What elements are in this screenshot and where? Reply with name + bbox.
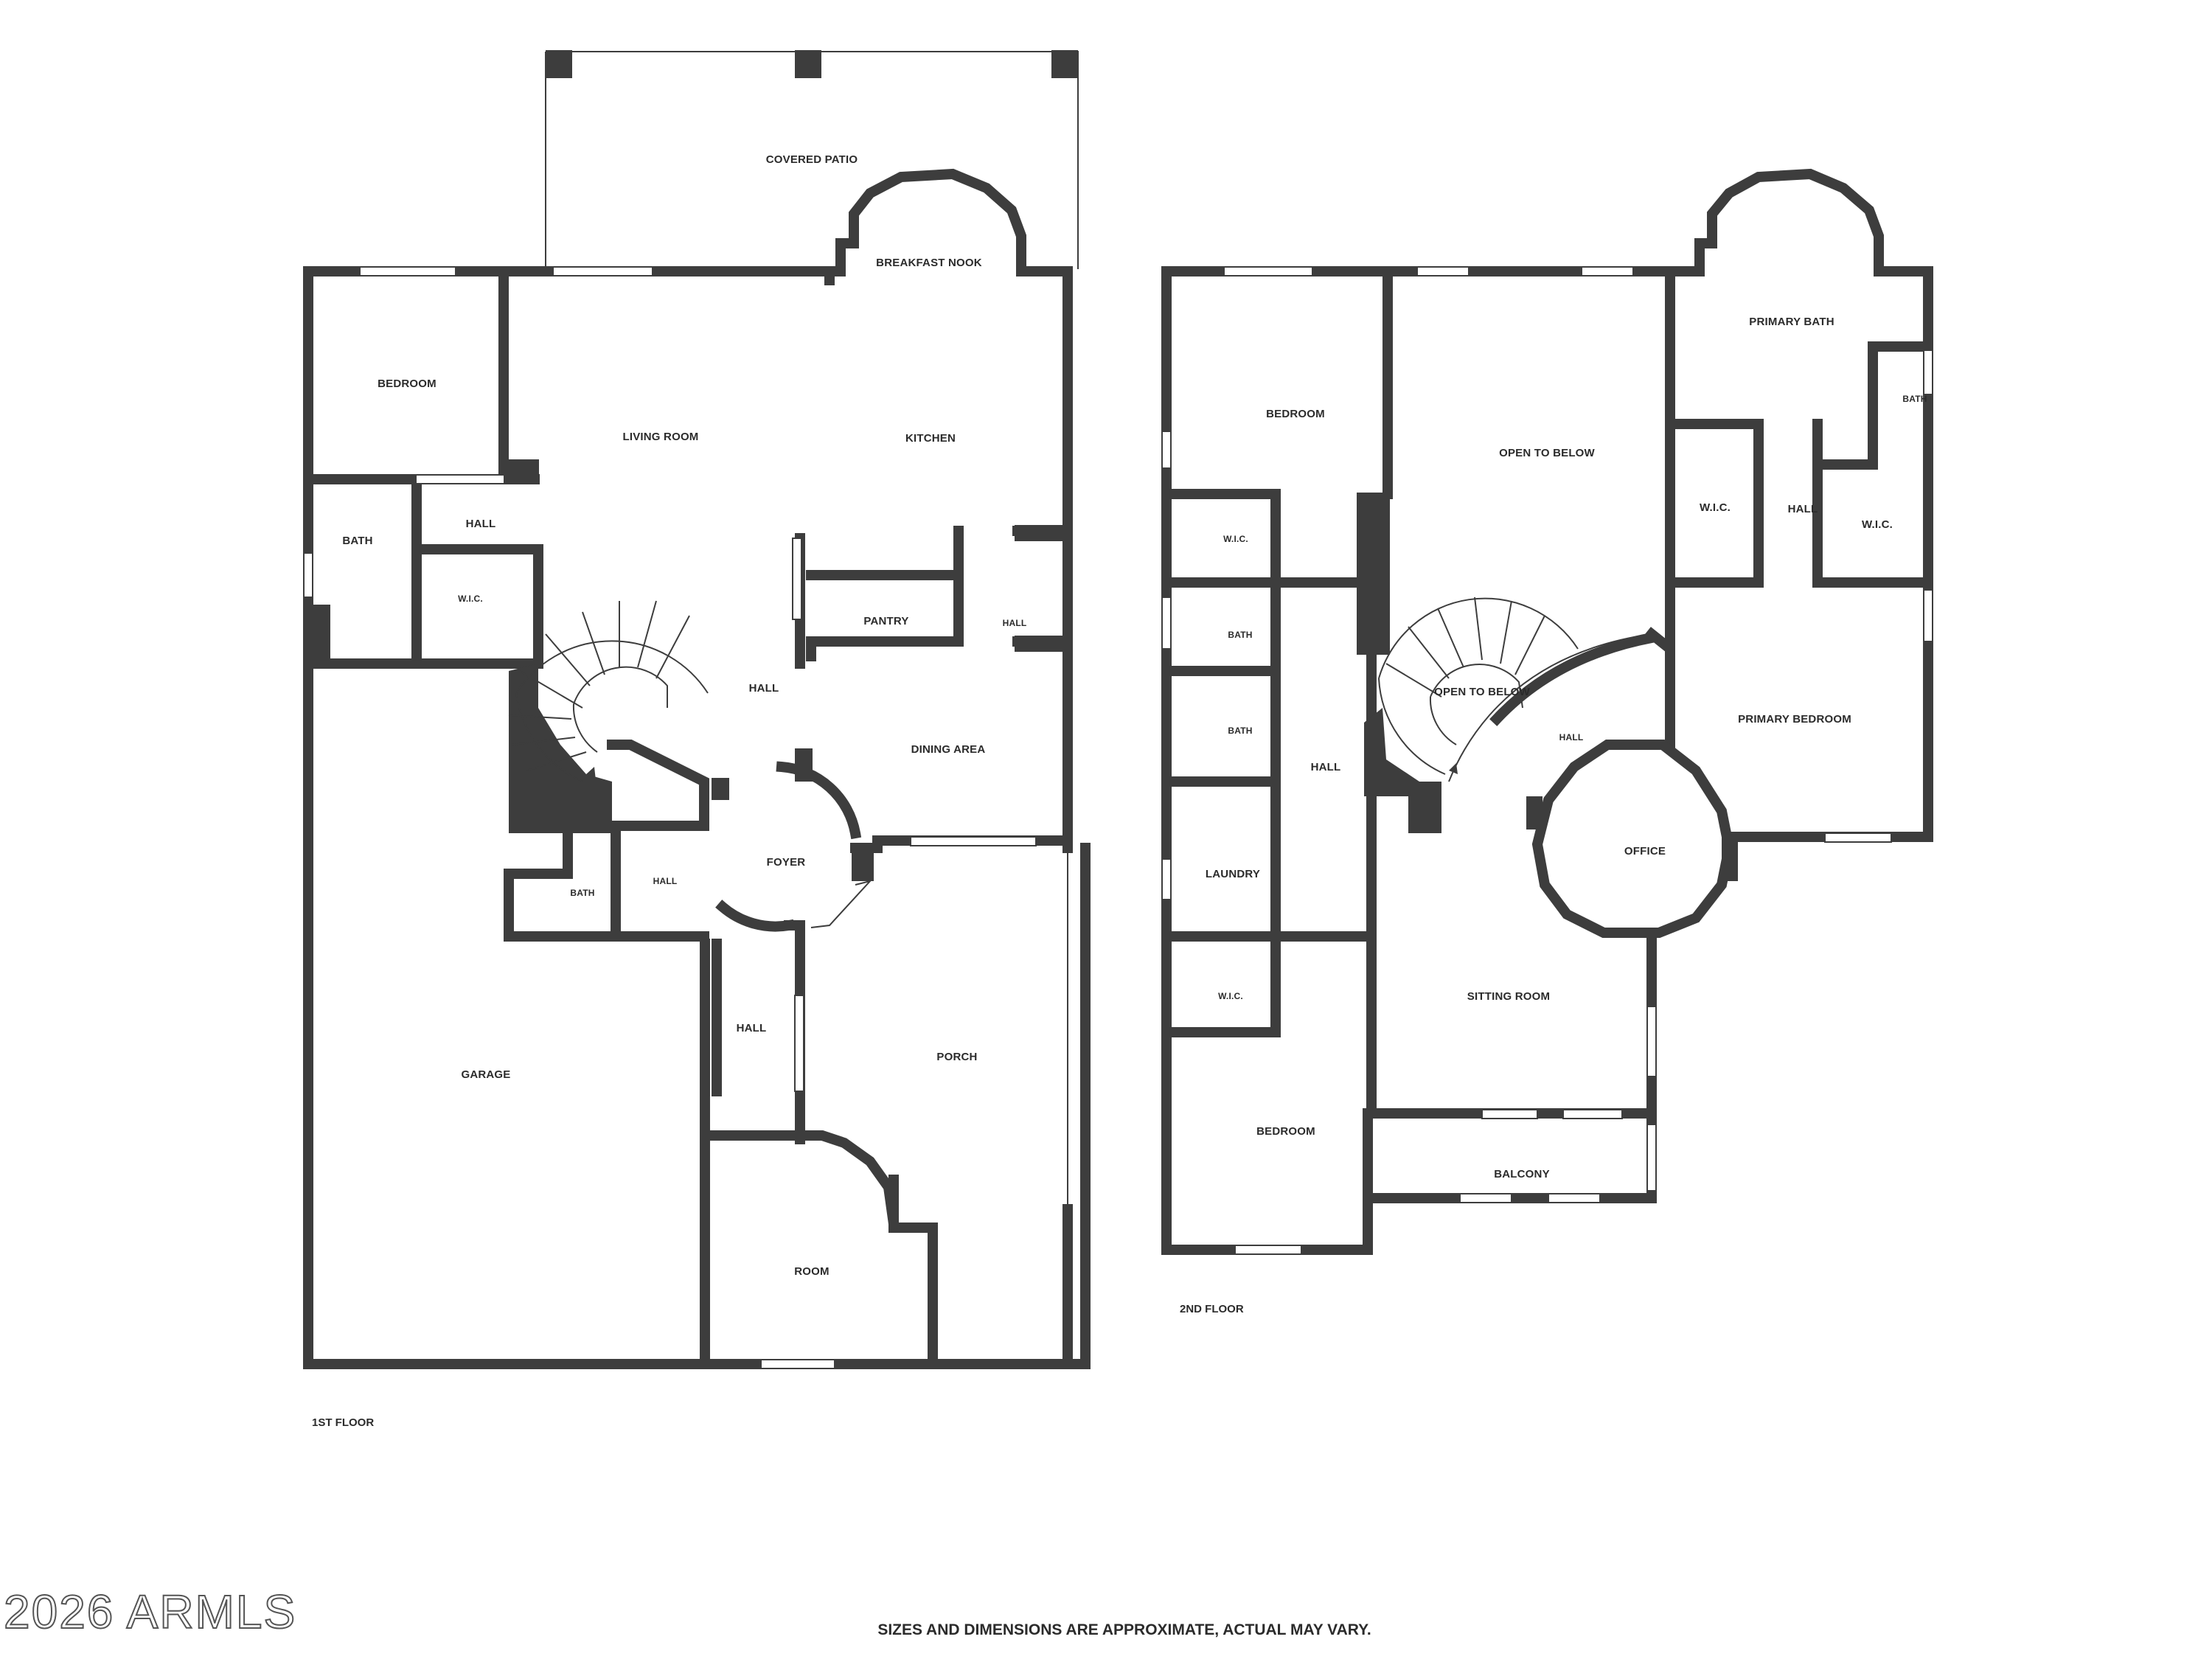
label-second-floor: 2ND FLOOR [1180,1303,1244,1315]
first-floor-plan [303,50,1091,1369]
label-hall-vertical: HALL [1311,761,1341,773]
label-office: OFFICE [1624,845,1666,858]
label-bath-first: BATH [342,535,372,547]
label-bath-a: BATH [1228,630,1252,640]
label-foyer: FOYER [767,856,806,869]
label-bath-right: BATH [1902,394,1927,404]
label-hall-upper-first: HALL [466,518,496,530]
label-room: ROOM [794,1265,829,1278]
label-wic-primary: W.I.C. [1862,518,1893,531]
label-dining-area: DINING AREA [911,743,986,756]
label-kitchen: KITCHEN [905,432,956,445]
label-open-to-below-stair: OPEN TO BELOW [1434,686,1530,698]
watermark-text: 2026 ARMLS [4,1585,296,1638]
label-wic-bottom: W.I.C. [1218,991,1243,1001]
label-bedroom-bottom: BEDROOM [1256,1125,1315,1138]
label-primary-bedroom: PRIMARY BEDROOM [1738,713,1851,726]
label-hall-curved: HALL [1559,732,1584,742]
label-wic-first: W.I.C. [458,594,483,604]
spiral-staircase [508,600,709,782]
label-bath-b: BATH [1228,726,1252,736]
label-hall-kitchen: HALL [1003,618,1027,628]
label-hall-small: HALL [653,876,678,886]
label-hall-primary: HALL [1788,503,1818,515]
label-porch: PORCH [936,1051,977,1063]
label-garage: GARAGE [461,1068,510,1081]
second-floor-plan [1161,168,1933,1255]
label-living-room: LIVING ROOM [622,431,698,443]
label-covered-patio: COVERED PATIO [766,153,858,166]
label-hall-center: HALL [749,682,779,695]
label-bedroom-top: BEDROOM [1266,408,1325,420]
label-primary-bath: PRIMARY BATH [1749,316,1834,328]
label-breakfast-nook: BREAKFAST NOOK [876,257,982,269]
label-hall-lower: HALL [737,1022,767,1034]
label-laundry: LAUNDRY [1206,868,1260,880]
upper-stair-opening [1364,597,1579,833]
label-open-to-below-top: OPEN TO BELOW [1499,447,1595,459]
label-sitting-room: SITTING ROOM [1467,990,1550,1003]
label-bedroom-first: BEDROOM [378,378,437,390]
label-wic-left: W.I.C. [1700,501,1731,514]
label-wic-right: W.I.C. [1223,534,1248,544]
label-pantry: PANTRY [863,615,908,627]
disclaimer-text: SIZES AND DIMENSIONS ARE APPROXIMATE, AC… [877,1621,1371,1638]
label-bath-small: BATH [570,888,594,898]
label-balcony: BALCONY [1494,1168,1550,1180]
label-first-floor: 1ST FLOOR [312,1416,374,1429]
